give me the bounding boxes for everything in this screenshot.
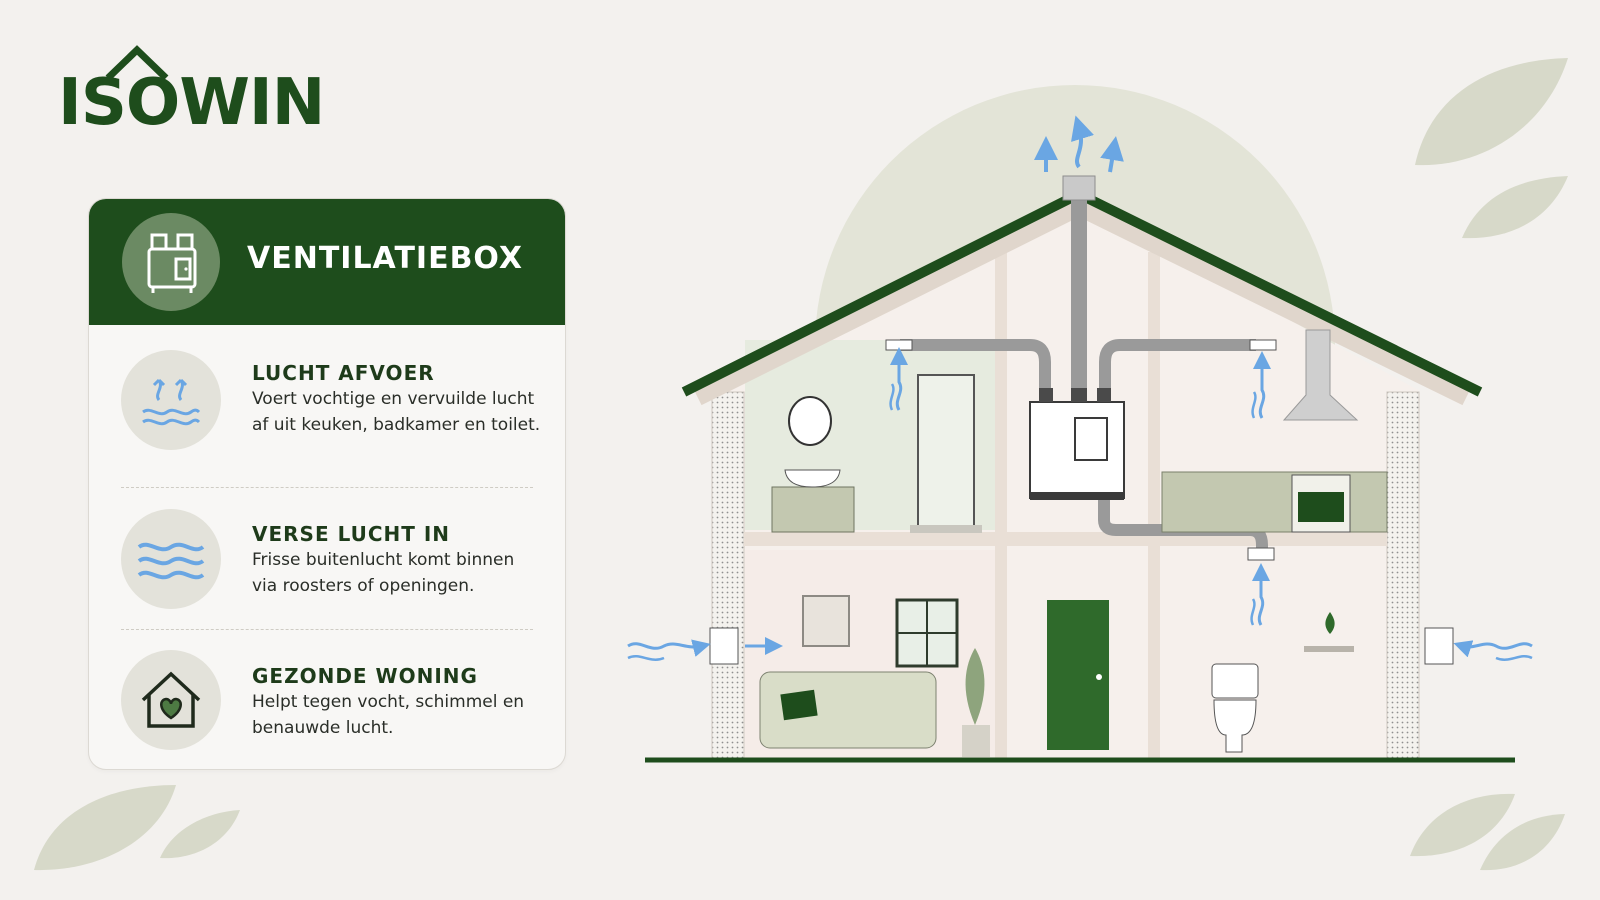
- wall-picture: [802, 595, 850, 647]
- toilet-tank: [1211, 663, 1259, 699]
- kitchen-air-wave: [1251, 391, 1257, 419]
- kitchen-exhaust-vent: [1249, 339, 1277, 351]
- left-wall-grille: [709, 627, 739, 665]
- exhaust-air-icon: [121, 350, 221, 450]
- sofa-cushion: [780, 689, 818, 721]
- toilet-bowl: [1213, 699, 1257, 753]
- leaf-top-right-large: [1415, 58, 1568, 166]
- house-heart-icon: [121, 650, 221, 750]
- living-room-plant: [965, 648, 985, 725]
- ventilation-unit-door: [1074, 417, 1108, 461]
- unit-connector-mid: [1071, 388, 1087, 402]
- list-item-gezonde-woning: GEZONDE WONING Helpt tegen vocht, schimm…: [89, 630, 565, 769]
- toilet-exhaust-vent: [1247, 547, 1275, 561]
- door-knob: [1096, 674, 1102, 680]
- leaf-bottom-left-small: [160, 810, 240, 859]
- toilet-air-wave: [1250, 598, 1256, 626]
- bathroom-vanity: [771, 486, 855, 533]
- bathroom-air-wave: [889, 383, 895, 411]
- exhaust-arrow-center: [1071, 115, 1094, 169]
- duct-bathroom: [900, 339, 1051, 392]
- fresh-air-in-left: [627, 639, 711, 657]
- item-description: Frisse buitenlucht komt binnen via roost…: [252, 550, 515, 596]
- isowin-logo: ISOWIN: [54, 44, 325, 144]
- ventilation-box-icon: [122, 213, 220, 311]
- bathroom-mirror: [788, 396, 832, 446]
- leaf-bottom-right-small: [1480, 814, 1565, 871]
- unit-connector-left: [1039, 388, 1053, 402]
- item-title: LUCHT AFVOER: [252, 361, 435, 385]
- list-item-lucht-afvoer: LUCHT AFVOER Voert vochtige en vervuilde…: [89, 325, 565, 487]
- bathroom-exhaust-vent: [885, 339, 913, 351]
- item-title: VERSE LUCHT IN: [252, 522, 451, 546]
- fresh-air-in-right: [1453, 640, 1533, 658]
- exhaust-arrow-right: [1100, 136, 1124, 173]
- logo-roof-icon: [105, 45, 169, 81]
- kitchen-air-arrow: [1253, 351, 1271, 419]
- ventilation-unit: [1029, 401, 1125, 499]
- logo-text: ISOWIN: [58, 66, 325, 140]
- oven-window: [1298, 492, 1344, 522]
- item-description: Helpt tegen vocht, schimmel en benauwde …: [252, 692, 525, 738]
- shower-tray: [910, 525, 982, 533]
- right-wall-grille: [1424, 627, 1454, 665]
- ventilation-info-card: VENTILATIEBOX LUCHT AFVOER Voert vochtig…: [88, 198, 566, 770]
- extractor-hood: [1282, 329, 1359, 421]
- kitchen-counter: [1161, 471, 1388, 533]
- roof-exhaust-pipe: [1071, 188, 1087, 398]
- list-item-verse-lucht-in: VERSE LUCHT IN Frisse buitenlucht komt b…: [89, 488, 565, 628]
- partition-wall-right: [1148, 252, 1160, 760]
- left-wall-insulation: [711, 391, 745, 761]
- right-wall-insulation: [1386, 391, 1420, 761]
- duct-kitchen: [1099, 339, 1256, 392]
- toilet-air-arrow: [1252, 563, 1270, 626]
- card-title: VENTILATIEBOX: [247, 241, 523, 276]
- card-header: VENTILATIEBOX: [89, 199, 565, 325]
- divider: [121, 629, 533, 630]
- house-illustration: [627, 115, 1533, 763]
- shelf-plant: [1325, 612, 1335, 634]
- divider: [121, 487, 533, 488]
- fresh-air-wave-right: [1495, 655, 1533, 661]
- leaf-top-right-small: [1462, 176, 1568, 239]
- shower-cabin: [917, 374, 975, 528]
- upper-floor-slab: [744, 532, 1387, 546]
- leaf-bottom-left-large: [34, 785, 176, 871]
- item-description: Voert vochtige en vervuilde lucht af uit…: [252, 389, 541, 435]
- fresh-air-waves-icon: [121, 509, 221, 609]
- roof-exhaust-cap: [1062, 175, 1096, 201]
- item-title: GEZONDE WONING: [252, 664, 478, 688]
- leaf-bottom-right-large: [1410, 793, 1515, 857]
- wall-shelf: [1304, 646, 1354, 652]
- bathroom-air-arrow: [890, 347, 908, 411]
- partition-wall-left: [995, 252, 1007, 760]
- sofa: [759, 671, 937, 749]
- ventilation-unit-base: [1030, 492, 1124, 500]
- bathroom-sink: [784, 469, 841, 488]
- fresh-air-wave-left: [627, 655, 665, 661]
- plant-pot: [962, 725, 990, 757]
- unit-connector-right: [1097, 388, 1111, 402]
